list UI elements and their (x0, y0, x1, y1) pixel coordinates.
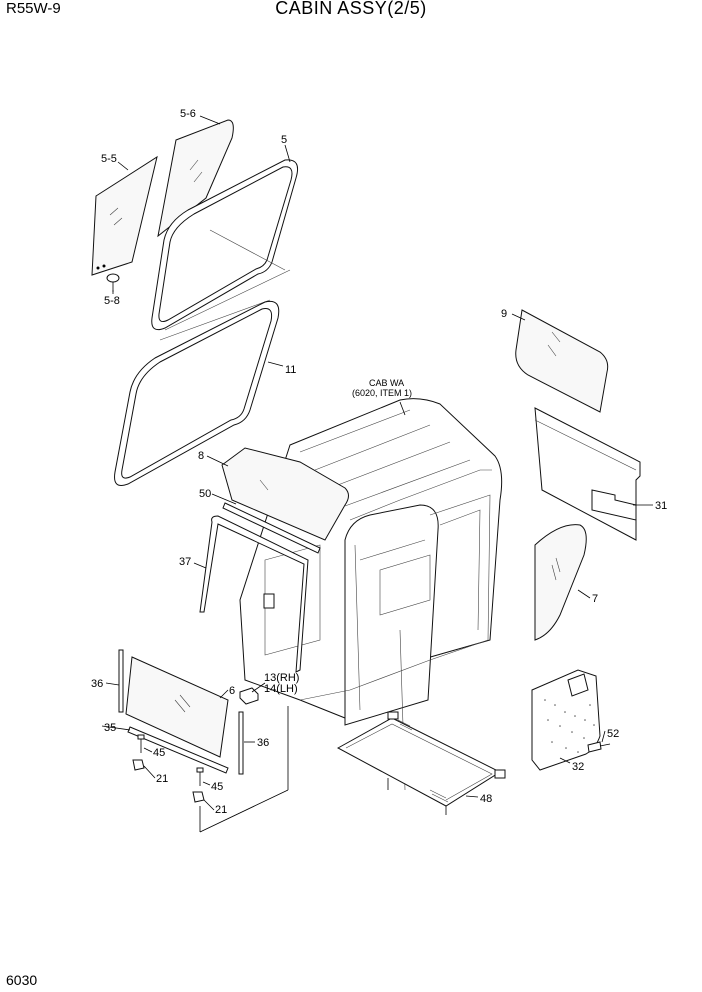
label-14-lh: 14(LH) (264, 683, 298, 695)
page-title: CABIN ASSY(2/5) (275, 0, 427, 18)
label-32: 32 (572, 761, 584, 773)
clip-21b (192, 791, 205, 803)
label-11: 11 (285, 364, 296, 376)
latch-5-8 (106, 273, 120, 292)
label-5-5: 5-5 (101, 153, 117, 165)
screw-45a (137, 734, 145, 753)
label-52: 52 (607, 728, 619, 740)
ref-note-line2: (6020, ITEM 1) (352, 388, 412, 398)
ref-note-line1: CAB WA (369, 378, 404, 388)
glass-9 (515, 309, 609, 413)
label-21b: 21 (215, 804, 227, 816)
roof-glass-8 (221, 447, 349, 541)
label-5-8: 5-8 (104, 295, 120, 307)
glass-7 (534, 524, 587, 641)
label-7: 7 (592, 593, 598, 605)
label-8: 8 (198, 450, 204, 462)
label-21a: 21 (156, 773, 168, 785)
screw-45b (196, 767, 204, 786)
label-50: 50 (199, 488, 211, 500)
sunshade-48 (336, 711, 506, 815)
label-36-left: 36 (91, 678, 103, 690)
label-31: 31 (655, 500, 667, 512)
label-45b: 45 (211, 781, 223, 793)
label-45a: 45 (153, 747, 165, 759)
strip-36-left (118, 649, 124, 713)
rail-35 (127, 726, 229, 774)
panel-31 (534, 407, 641, 541)
label-6: 6 (229, 685, 235, 697)
label-9: 9 (501, 308, 507, 320)
moulding-50 (222, 502, 321, 554)
seal-37 (199, 515, 309, 673)
label-48: 48 (480, 793, 492, 805)
glass-5-5 (91, 155, 158, 276)
label-35: 35 (104, 722, 116, 734)
seal-11 (114, 300, 280, 486)
label-5: 5 (281, 134, 287, 146)
label-5-6: 5-6 (180, 108, 196, 120)
leader-lines (101, 115, 653, 833)
glass-5-6 (157, 119, 234, 238)
strip-36-right (238, 711, 244, 775)
cover-32 (531, 669, 601, 771)
model-code: R55W-9 (6, 0, 61, 17)
bolt-52 (587, 741, 611, 753)
label-13-rh: 13(RH) (264, 672, 299, 684)
clip-21a (132, 759, 145, 771)
label-36-right: 36 (257, 737, 269, 749)
label-37: 37 (179, 556, 191, 568)
glass-6 (125, 656, 229, 758)
bracket-13-14 (239, 687, 259, 705)
frame-5 (151, 159, 299, 331)
page-number: 6030 (6, 972, 38, 988)
